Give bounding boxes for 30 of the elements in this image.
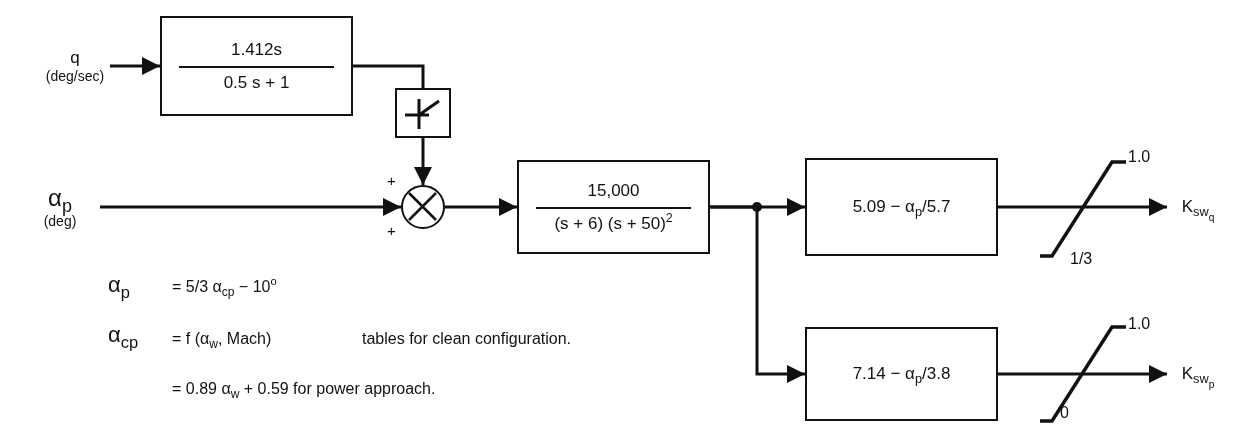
sign-label: + [387,223,396,238]
transfer-function-block [805,327,998,421]
signal-arrow [110,57,160,75]
annotation-label: tables for clean configuration. [362,330,571,348]
signal-arrow [998,198,1167,216]
block-label: 5.09 − α$_{p}$/5.7 [852,196,951,218]
transfer-function-block [805,158,998,256]
annotation-label: 0 [1060,404,1069,422]
signal-arrow [998,365,1167,383]
unit-label: (deg/sec) [45,67,105,86]
denominator: 0.5 s + 1 [223,72,290,94]
transfer-function-block [517,160,710,254]
block-label: 7.14 − α$_{p}$/3.8 [852,363,951,385]
signal-arrow [710,205,805,383]
annotation-label: 1.0 [1128,315,1151,333]
numerator: 1.412s [230,38,282,60]
transfer-function-block [160,16,353,116]
signal-arrow [100,198,401,216]
annotation-label: = 0.89 α$_{w}$ + 0.59 for power approach. [172,380,436,398]
block-label: q [70,46,80,68]
numerator: 15,000 [587,179,640,201]
denominator: (s + 6) (s + 50)$^{2}$ [554,213,673,235]
annotation-label: 1.0 [1128,148,1151,166]
sign-label: + [387,173,396,188]
annotation-label: 1/3 [1070,250,1093,268]
signal-arrow [445,198,517,216]
limiter-block [395,88,451,138]
signal-arrow [414,138,432,185]
annotation-label: = f (α$_{w}$, Mach) [172,330,272,348]
block-label: α$_{p}$ [48,183,72,214]
